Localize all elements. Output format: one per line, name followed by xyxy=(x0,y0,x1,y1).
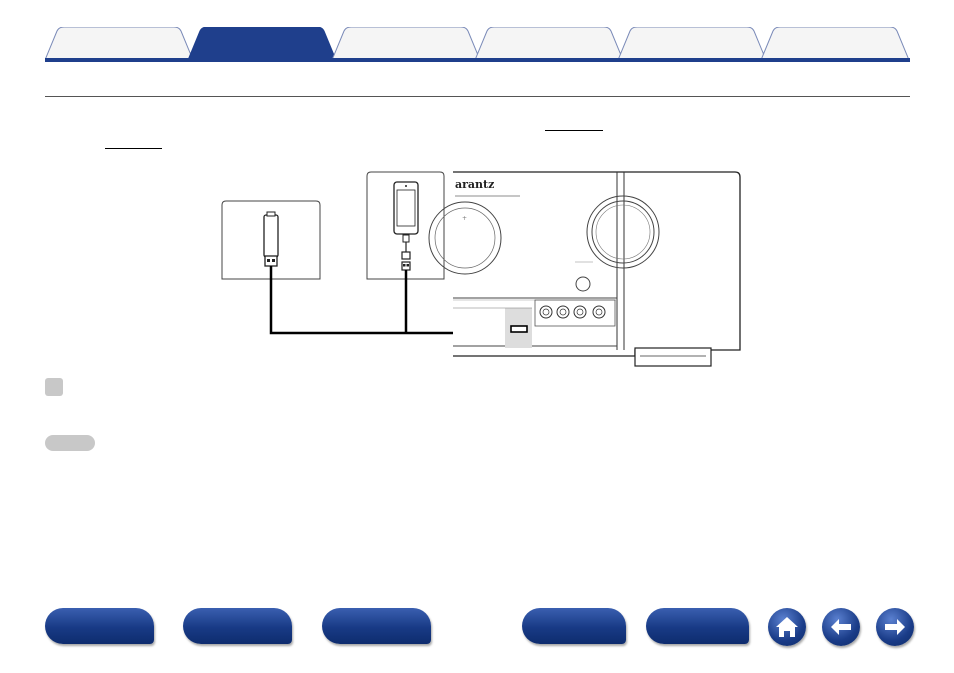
arrow-right-icon xyxy=(885,619,905,635)
back-button[interactable] xyxy=(822,608,860,646)
ipod-device xyxy=(366,171,445,280)
tab-shape xyxy=(618,27,766,60)
nav-button-settings[interactable] xyxy=(522,608,626,644)
receiver-brand-logo: arantz xyxy=(455,178,494,191)
tab-3[interactable] xyxy=(332,27,480,60)
tab-underline-bar xyxy=(45,58,910,62)
usb-memory-device xyxy=(221,200,321,280)
link-underline[interactable] xyxy=(545,130,603,131)
nav-button-playback[interactable] xyxy=(322,608,431,644)
top-tab-bar xyxy=(45,27,911,60)
usb-connection-diagram: arantz + xyxy=(221,171,741,367)
nav-button-contents[interactable] xyxy=(45,608,154,644)
tab-shape xyxy=(188,27,336,60)
forward-button[interactable] xyxy=(876,608,914,646)
note-icon xyxy=(45,378,63,396)
tab-6[interactable] xyxy=(761,27,909,60)
link-underline[interactable] xyxy=(105,148,162,149)
arrow-left-icon xyxy=(831,619,851,635)
tab-5[interactable] xyxy=(618,27,766,60)
tab-2-active[interactable] xyxy=(188,27,336,60)
tab-1[interactable] xyxy=(45,27,193,60)
usb-cable xyxy=(269,266,513,335)
receiver-front-panel: arantz + xyxy=(428,171,741,367)
tab-shape xyxy=(332,27,480,60)
nav-button-tips[interactable] xyxy=(646,608,749,644)
home-icon xyxy=(776,617,798,637)
section-divider xyxy=(45,96,910,97)
svg-text:+: + xyxy=(462,215,467,222)
nav-button-connections[interactable] xyxy=(183,608,292,644)
tab-shape xyxy=(475,27,623,60)
tab-shape xyxy=(45,27,193,60)
tab-shape xyxy=(761,27,909,60)
tab-4[interactable] xyxy=(475,27,623,60)
memo-badge xyxy=(45,435,95,451)
home-button[interactable] xyxy=(768,608,806,646)
